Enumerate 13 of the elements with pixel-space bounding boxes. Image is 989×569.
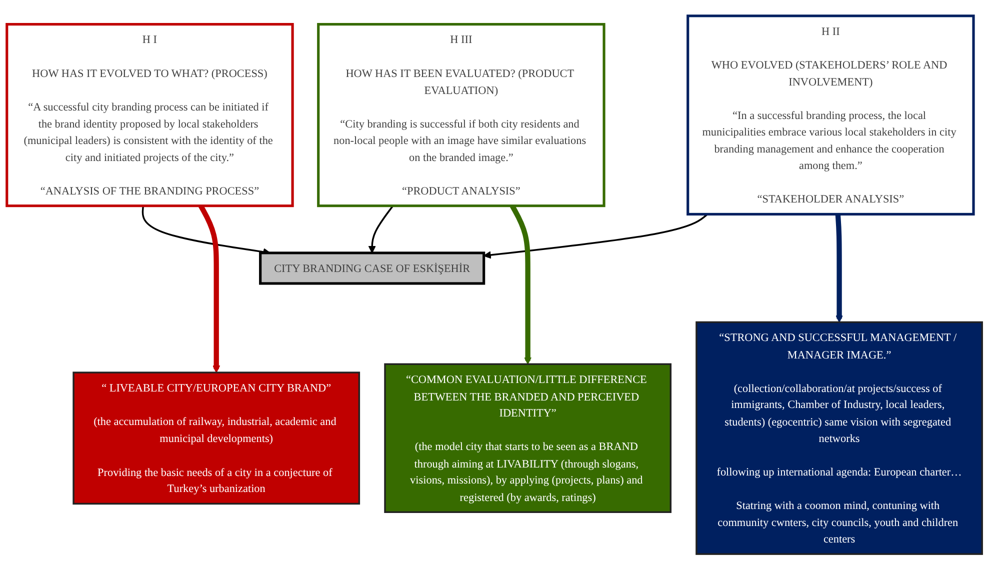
node-box <box>259 251 486 284</box>
arrow <box>368 204 394 253</box>
arrow <box>484 213 708 258</box>
diagram: H I HOW HAS IT EVOLVED TO WHAT? (PROCESS) “A successful city branding process can be initiated if the brand identity proposed by local stakeholders (municipal leaders) is consistent with the identity of the city and initiated projects of the city.” “ANALYSIS OF THE BRANDING PROCESS” H III HOW HAS IT BEEN EVALUATED? (PRODUCT EVALUATION) “City branding is successful if both city residents and non-local people with an image have similar evaluations on the branded image.” “PRODUCT ANALYSIS” H II WHO EVOLVED (STAKEHOLDERS’ ROLE AND INVOLVEMENT) “In a successful branding process, the local municipalities embrace various local stakeholders in city branding management and enhance the cooperation among them.” “STAKEHOLDER ANALYSIS” CITY BRANDING CASE OF ESKİŞEHİR “ LIVEABLE CITY/EUROPEAN CITY BRAND” (the accumulation of railway, industrial, academic and municipal developments) Providing the basic needs of a city in a conjecture of Turkey’s urbanization “COMMON EVALUATION/LITTLE DIFFERENCE BETWEEN THE BRANDED AND PERCEIVED IDENTITY” (the model city that starts to be seen as a BRAND through aiming at LIVABILITY (through slogans, visions, missions), by applying (projects, plans) and registered (by awards, ratings) “STRONG AND SUCCESSFUL MANAGEMENT / MANAGER IMAGE.” (collection/collaboration/at projects/success of immigrants, Chamber of Industry, local leaders, students) (egocentric) same vision with segregated networks following up international agenda: European charter… Statring with a coomon mind, contuning with community cwnters, city councils, youth and children centers <box>0 8 989 560</box>
node-box <box>72 371 360 504</box>
node-box <box>6 22 294 207</box>
node-box <box>384 362 672 512</box>
arrow <box>510 204 532 364</box>
arrow <box>198 204 220 372</box>
node-box <box>686 14 975 216</box>
arrow <box>835 214 844 322</box>
node-box <box>696 320 983 554</box>
node-box <box>317 22 606 207</box>
